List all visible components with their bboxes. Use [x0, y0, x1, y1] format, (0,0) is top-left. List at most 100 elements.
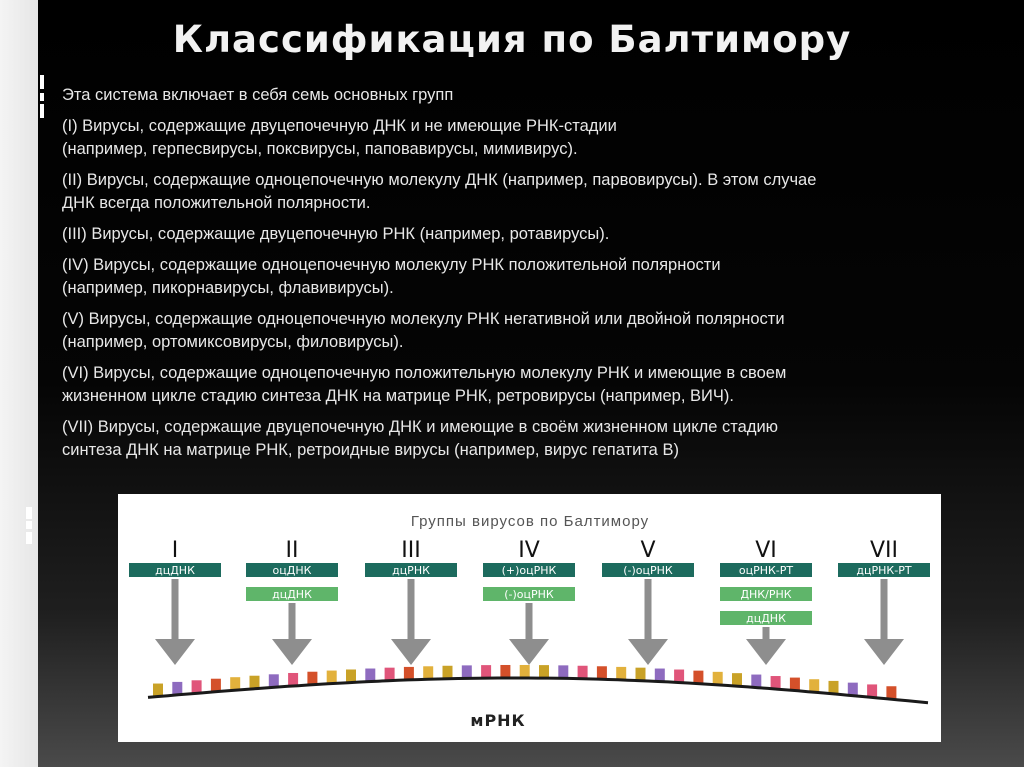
nucleotide: [191, 680, 202, 694]
group-line: (II) Вирусы, содержащие одноцепочечную м…: [62, 171, 817, 189]
genome-box: [246, 587, 338, 601]
group-numeral: VI: [755, 538, 777, 563]
decor-tick: [40, 93, 44, 101]
nucleotide: [732, 673, 742, 687]
nucleotide: [153, 683, 163, 697]
nucleotide: [770, 676, 781, 690]
genome-box-label: дцРНК: [392, 564, 430, 577]
group-line: (VII) Вирусы, содержащие двуцепочечную Д…: [62, 418, 779, 436]
genome-box: [483, 563, 575, 577]
group-line: (например, ортомиксовирусы, филовирусы).: [62, 333, 404, 351]
genome-box: [129, 563, 221, 577]
nucleotide: [403, 666, 414, 680]
diagram-canvas: Группы вирусов по Балтимору IдцДНКIIоцДН…: [129, 513, 930, 730]
columns-layer: IдцДНКIIоцДНКдцДНКIIIдцРНКIV(+)оцРНК(-)о…: [129, 538, 930, 665]
group-item-7: (VII) Вирусы, содержащие двуцепочечную Д…: [62, 416, 982, 462]
group-line: жизненном цикле стадию синтеза ДНК на ма…: [62, 387, 734, 405]
genome-box-label: (-)оцРНК: [623, 564, 673, 577]
genome-box: [246, 563, 338, 577]
nucleotide: [365, 668, 376, 682]
nucleotide: [519, 664, 530, 678]
genome-box: [365, 563, 457, 577]
group-line: (I) Вирусы, содержащие двуцепочечную ДНК…: [62, 117, 617, 135]
arrow-head: [628, 639, 668, 665]
group-item-3: (III) Вирусы, содержащие двуцепочечную Р…: [62, 223, 982, 246]
nucleotide: [886, 686, 897, 700]
group-numeral: II: [286, 538, 299, 563]
nucleotide: [674, 669, 685, 683]
genome-box: [602, 563, 694, 577]
arrow-shaft: [525, 603, 533, 639]
nucleotide: [288, 672, 299, 686]
nucleotide: [307, 671, 318, 685]
group-item-1: (I) Вирусы, содержащие двуцепочечную ДНК…: [62, 115, 982, 161]
group-numeral: III: [401, 538, 420, 563]
nucleotide: [481, 665, 492, 679]
arrow-head: [272, 639, 312, 665]
genome-box: [720, 611, 812, 625]
arrow-head: [155, 639, 195, 665]
nucleotide: [249, 675, 260, 689]
arrow-shaft: [762, 627, 770, 639]
genome-box-label: дцРНК-РТ: [856, 564, 911, 577]
group-numeral: V: [640, 538, 655, 563]
genome-box-label: дцДНК: [746, 612, 786, 625]
decor-tick: [26, 521, 32, 529]
nucleotide: [867, 684, 878, 698]
nucleotide: [558, 665, 569, 679]
arrow-shaft: [288, 603, 296, 639]
group-line: ДНК всегда положительной полярности.: [62, 194, 371, 212]
group-line: (IV) Вирусы, содержащие одноцепочечную м…: [62, 256, 721, 274]
nucleotide: [423, 666, 434, 680]
arrow-head: [391, 639, 431, 665]
group-column-5: V(-)оцРНК: [602, 538, 694, 665]
nucleotide: [712, 671, 723, 685]
group-line: (например, пикорнавирусы, флавивирусы).: [62, 279, 394, 297]
nucleotide: [346, 669, 356, 683]
nucleotide: [847, 682, 858, 696]
genome-box: [720, 587, 812, 601]
genome-box-label: (-)оцРНК: [504, 588, 554, 601]
group-item-5: (V) Вирусы, содержащие одноцепочечную мо…: [62, 308, 982, 354]
genome-box-label: дцДНК: [272, 588, 312, 601]
group-numeral: I: [172, 538, 179, 563]
nucleotide: [461, 665, 472, 679]
nucleotide: [326, 670, 337, 684]
genome-box: [720, 563, 812, 577]
genome-box-label: оцРНК-РТ: [739, 564, 794, 577]
decor-tick: [26, 532, 32, 544]
intro-text: Эта система включает в себя семь основны…: [62, 86, 454, 104]
group-line: (VI) Вирусы, содержащие одноцепочечную п…: [62, 364, 787, 382]
arrow-head: [509, 639, 549, 665]
mrna-label: мРНК: [470, 711, 525, 730]
left-page-margin: [0, 0, 38, 767]
nucleotide: [577, 665, 588, 679]
nucleotide: [210, 678, 221, 692]
decor-tick: [40, 75, 44, 89]
group-line: (III) Вирусы, содержащие двуцепочечную Р…: [62, 225, 610, 243]
genome-box-label: ДНК/РНК: [740, 588, 791, 601]
decor-tick: [40, 104, 44, 118]
group-item-6: (VI) Вирусы, содержащие одноцепочечную п…: [62, 362, 982, 408]
genome-box: [838, 563, 930, 577]
nucleotide: [596, 666, 607, 680]
group-item-2: (II) Вирусы, содержащие одноцепочечную м…: [62, 169, 982, 215]
group-numeral: IV: [518, 538, 540, 563]
nucleotide: [809, 679, 820, 693]
slide-title: Классификация по Балтимору: [172, 18, 852, 61]
group-item-4: (IV) Вирусы, содержащие одноцепочечную м…: [62, 254, 982, 300]
group-line: синтеза ДНК на матрице РНК, ретроидные в…: [62, 441, 679, 459]
arrow-shaft: [407, 579, 415, 639]
nucleotide: [442, 665, 453, 679]
nucleotide: [500, 664, 511, 678]
genome-box: [483, 587, 575, 601]
arrow-head: [746, 639, 786, 665]
nucleotide: [789, 677, 800, 691]
decor-tick: [26, 507, 32, 519]
nucleotide: [268, 674, 279, 688]
nucleotide: [635, 667, 646, 681]
